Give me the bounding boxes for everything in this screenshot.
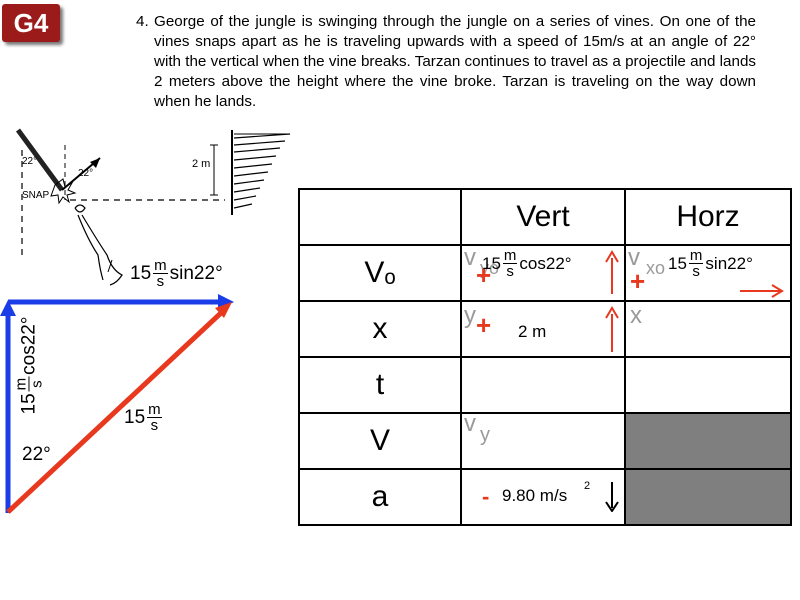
x-vert-value: 2 m	[518, 322, 547, 341]
v0-vert-plus: +	[476, 260, 492, 290]
side-unit-num: m	[12, 376, 30, 392]
row-label-x: x	[298, 300, 462, 358]
a-vert-value: 9.80 m/s	[502, 486, 568, 505]
side-unit-den: s	[28, 380, 46, 388]
v-vert-tag: v	[464, 410, 476, 437]
problem-text: George of the jungle is swinging through…	[154, 13, 756, 110]
v0-vert-sub: yo	[480, 258, 500, 278]
cell-t-horz	[624, 356, 792, 414]
v0-horz-tag: v	[628, 244, 640, 271]
top-value: 15	[130, 262, 152, 284]
a-vert-down-arrow-icon	[605, 482, 619, 512]
x-horz-tag: x	[630, 302, 642, 329]
slide-badge: G4	[2, 4, 60, 42]
top-unit-den: s	[156, 273, 165, 290]
header-vert: Vert	[460, 188, 626, 246]
problem-number: 4.	[136, 13, 149, 30]
v0-horz-func: sin22°	[705, 253, 753, 273]
velocity-triangle	[0, 294, 234, 514]
cell-a-horz-shaded	[624, 468, 792, 526]
sketch-snap-label: SNAP	[22, 190, 50, 201]
cell-x-vert: y + 2 m	[460, 300, 626, 358]
row-label-v0: Vₒ	[298, 244, 462, 302]
x-vert-up-arrow-icon	[605, 306, 619, 352]
v0-horz-right-arrow-icon	[740, 284, 784, 298]
v0-vert-num: m	[502, 247, 518, 264]
a-vert-sign: -	[482, 484, 490, 509]
v0-horz-den: s	[692, 263, 700, 280]
x-vert-tag: y	[464, 302, 476, 329]
v0-horz-sub: xo	[646, 258, 666, 278]
row-label-a: a	[298, 468, 462, 526]
cell-v-horz-shaded	[624, 412, 792, 470]
header-empty	[298, 188, 462, 246]
sketch-height-label: 2 m	[192, 158, 211, 170]
cell-a-vert: - 9.80 m/s 2	[460, 468, 626, 526]
v0-horz-num: m	[688, 247, 704, 264]
side-func: cos22°	[17, 316, 39, 375]
x-vert-plus: +	[476, 310, 492, 340]
top-func: sin22°	[169, 262, 223, 284]
sketch-angle-right: 22°	[78, 168, 94, 179]
sketch-angle-left: 22°	[22, 156, 38, 167]
cell-v-vert: v y	[460, 410, 626, 470]
hyp-unit-den: s	[150, 417, 159, 434]
cell-x-horz: x	[624, 300, 792, 358]
v0-vert-func: cos22°	[519, 253, 572, 273]
v0-vert-tag: v	[464, 244, 476, 271]
row-label-t: t	[298, 356, 462, 414]
v-vert-sub: y	[480, 424, 490, 446]
v0-vert-up-arrow-icon	[605, 250, 619, 294]
v0-horz-value: 15	[668, 253, 687, 273]
vine-sketch	[15, 128, 291, 286]
cell-t-vert	[460, 356, 626, 414]
top-unit-num: m	[153, 257, 168, 274]
row-label-v: V	[298, 412, 462, 470]
hyp-value: 15	[124, 406, 146, 428]
side-value: 15	[17, 393, 39, 415]
hyp-unit-num: m	[147, 401, 162, 418]
v0-vert-den: s	[506, 263, 514, 280]
v0-horz-plus: +	[630, 266, 646, 296]
angle-label: 22°	[22, 444, 51, 465]
problem-statement: 4. George of the jungle is swinging thro…	[136, 12, 756, 112]
header-horz: Horz	[624, 188, 792, 246]
a-vert-exp: 2	[584, 480, 591, 492]
v0-vert-value: 15	[482, 253, 501, 273]
